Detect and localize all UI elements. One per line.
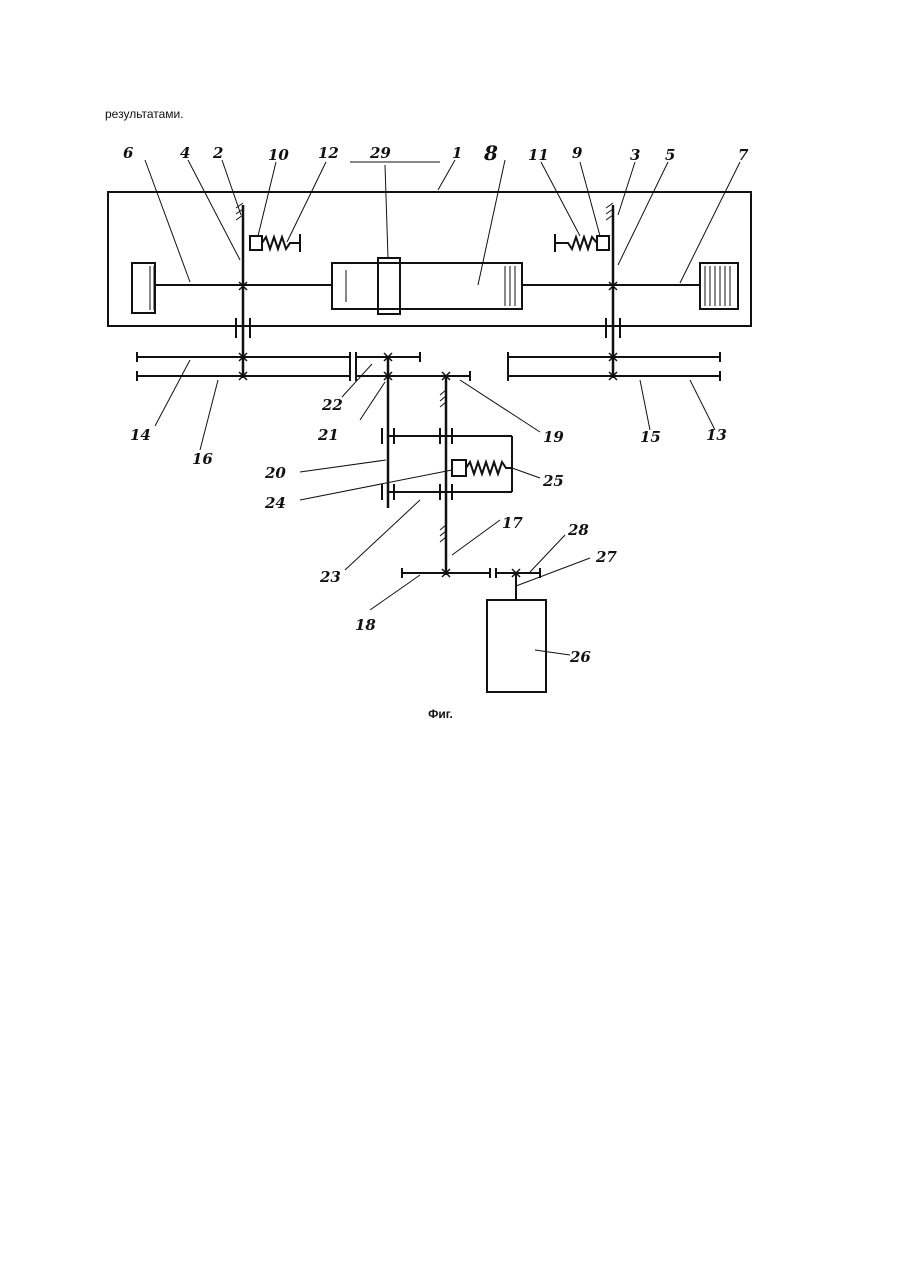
label-8: 8 (483, 141, 498, 165)
label-12: 12 (318, 144, 339, 162)
left-brake-shoe (250, 236, 262, 250)
label-17: 17 (502, 514, 523, 532)
left-spring (262, 237, 300, 249)
label-7: 7 (738, 146, 749, 164)
label-29: 29 (369, 144, 391, 162)
differential-spring (466, 462, 512, 474)
motor-26 (487, 600, 546, 692)
preceding-text-line: результатами. (105, 107, 184, 121)
label-2: 2 (212, 144, 223, 162)
left-drum (132, 263, 155, 313)
label-4: 4 (180, 144, 190, 162)
label-5: 5 (665, 146, 675, 164)
label-20: 20 (264, 464, 286, 482)
label-13: 13 (706, 426, 727, 444)
label-1: 1 (452, 144, 462, 162)
label-19: 19 (543, 428, 564, 446)
central-cylinder (332, 263, 522, 309)
label-10: 10 (268, 146, 289, 164)
housing-frame (108, 192, 751, 326)
label-14: 14 (130, 426, 151, 444)
right-drum (700, 263, 738, 309)
right-spring (555, 237, 597, 249)
coupling-block (378, 258, 400, 314)
label-22: 22 (321, 396, 343, 414)
label-25: 25 (542, 472, 564, 490)
label-16: 16 (192, 450, 213, 468)
right-brake-shoe (597, 236, 609, 250)
label-23: 23 (319, 568, 341, 586)
label-26: 26 (569, 648, 591, 666)
figure-caption: Фиг. (0, 707, 901, 721)
label-28: 28 (567, 521, 589, 539)
differential-brake-shoe (452, 460, 466, 476)
kinematic-diagram: 6 4 2 10 12 29 1 8 11 9 3 5 7 14 16 22 2… (105, 140, 760, 725)
label-21: 21 (317, 426, 339, 444)
label-6: 6 (123, 144, 134, 162)
label-9: 9 (572, 144, 583, 162)
label-15: 15 (640, 428, 661, 446)
schematic-figure: 6 4 2 10 12 29 1 8 11 9 3 5 7 14 16 22 2… (105, 140, 760, 725)
label-24: 24 (264, 494, 286, 512)
label-18: 18 (355, 616, 376, 634)
label-3: 3 (630, 146, 640, 164)
label-11: 11 (528, 146, 549, 164)
label-27: 27 (595, 548, 617, 566)
